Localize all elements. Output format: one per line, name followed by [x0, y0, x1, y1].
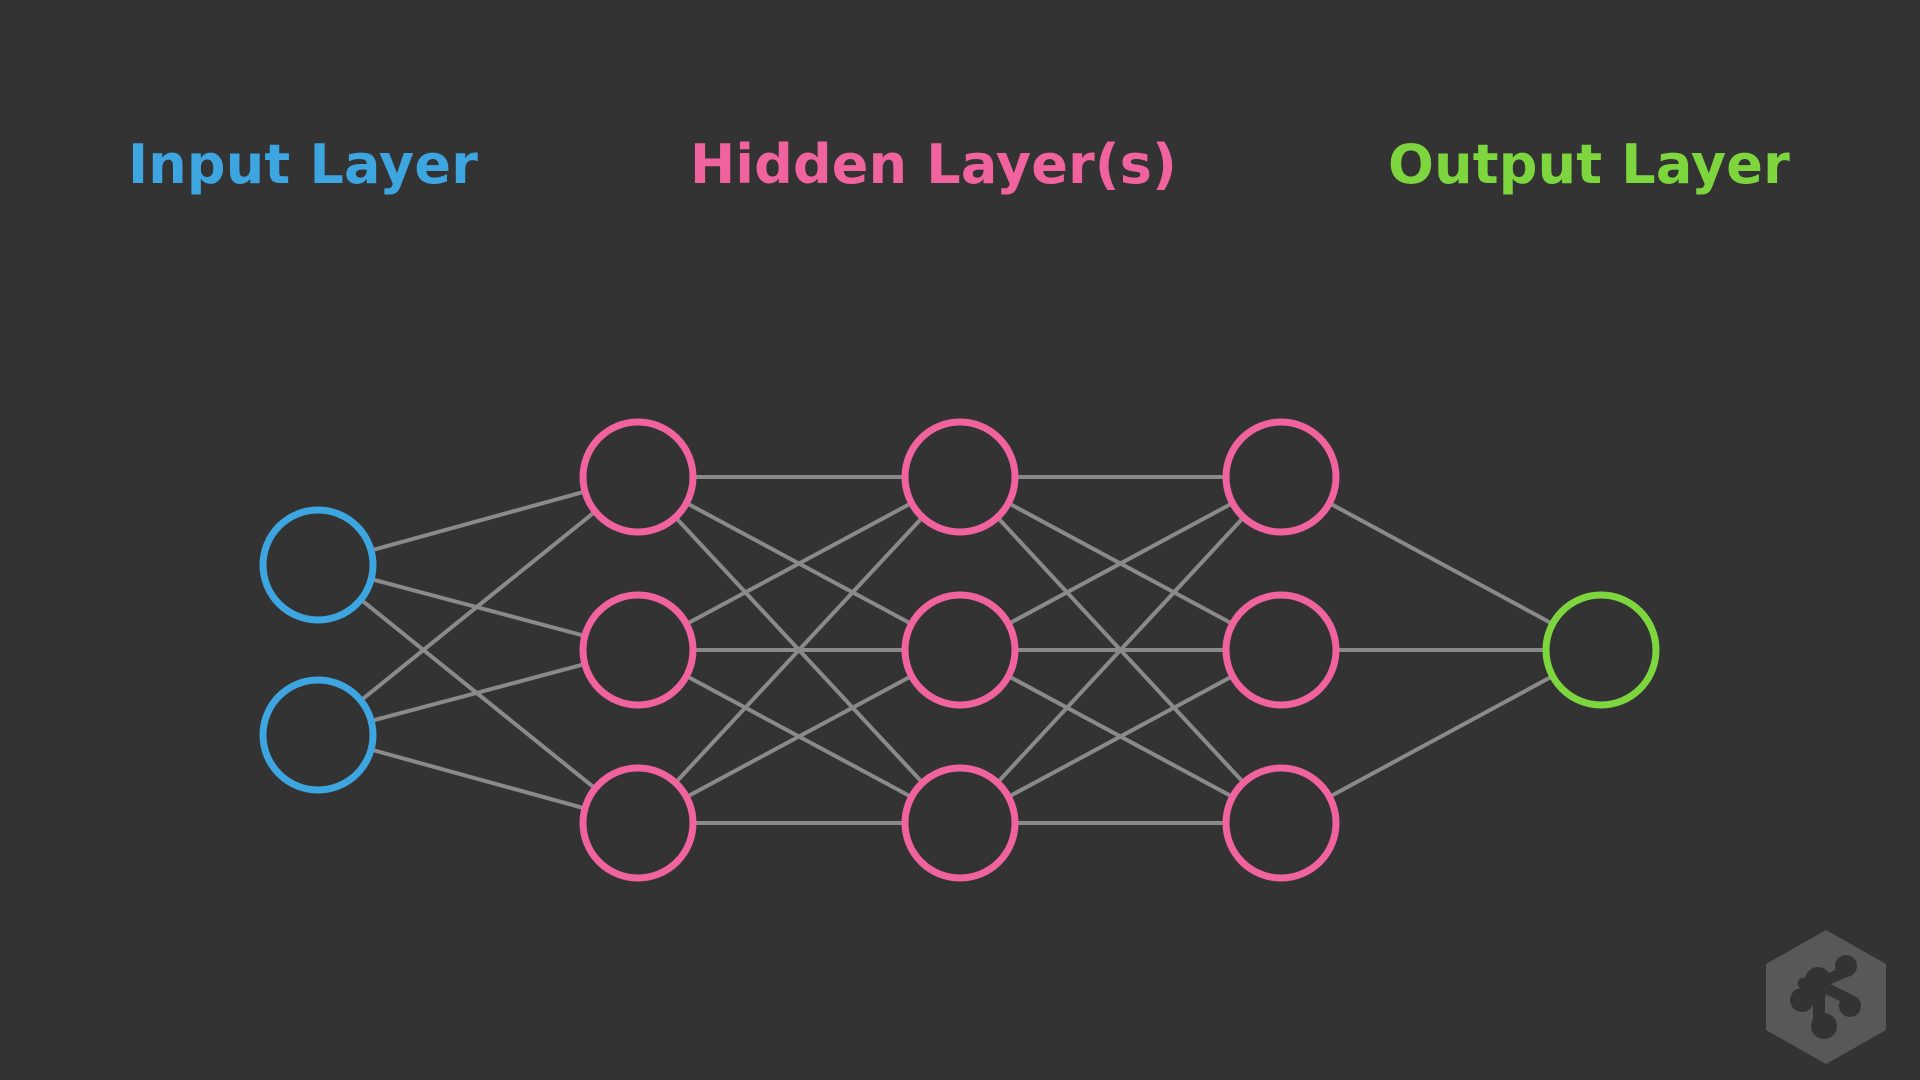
- connection-edge: [369, 662, 587, 723]
- node-h2-3[interactable]: [901, 764, 1019, 882]
- node-h2-2[interactable]: [901, 591, 1019, 709]
- connection-edge: [1327, 501, 1555, 626]
- connection-edge: [1327, 674, 1555, 799]
- node-h3-2[interactable]: [1222, 591, 1340, 709]
- connection-edge: [358, 509, 598, 703]
- connection-edge: [1006, 501, 1235, 626]
- connection-edge: [1006, 674, 1235, 799]
- node-h1-1[interactable]: [579, 418, 697, 536]
- node-h1-2[interactable]: [579, 591, 697, 709]
- connection-edge: [684, 501, 914, 626]
- connection-edge: [673, 515, 925, 785]
- node-h3-1[interactable]: [1222, 418, 1340, 536]
- node-o1[interactable]: [1542, 591, 1660, 709]
- node-i2[interactable]: [259, 676, 377, 794]
- node-h3-3[interactable]: [1222, 764, 1340, 882]
- node-h1-3[interactable]: [579, 764, 697, 882]
- connection-edge: [369, 747, 587, 811]
- node-h2-1[interactable]: [901, 418, 1019, 536]
- nodes-group: [259, 418, 1660, 882]
- node-i1[interactable]: [259, 506, 377, 624]
- connection-edge: [995, 515, 1246, 785]
- connection-edge: [369, 489, 587, 553]
- output-layer-title: Output Layer: [1388, 133, 1790, 196]
- hidden-layer-title: Hidden Layer(s): [690, 133, 1178, 196]
- input-layer-title: Input Layer: [128, 133, 479, 196]
- connection-edge: [684, 674, 914, 799]
- edges-group: [358, 475, 1555, 825]
